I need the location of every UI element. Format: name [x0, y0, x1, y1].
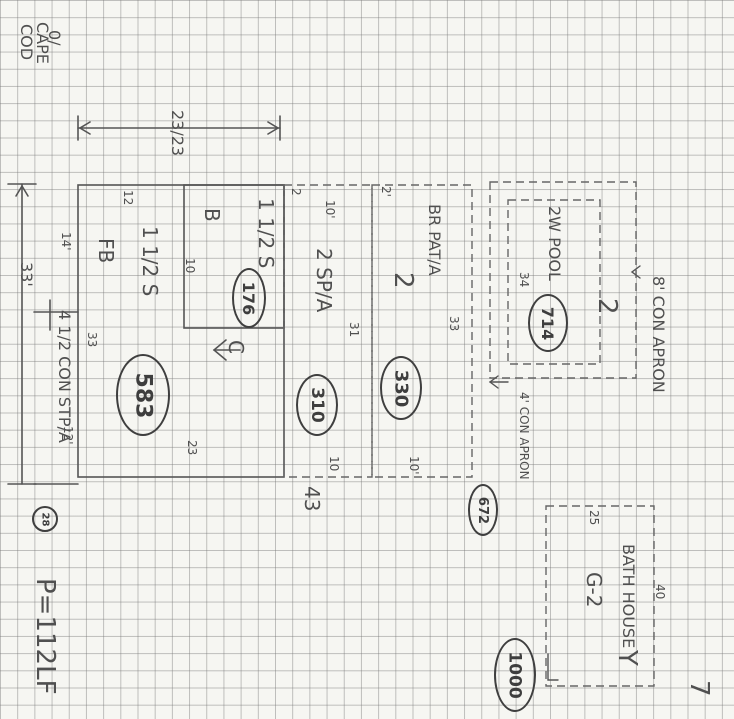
dim-depth-12: 12 [121, 190, 135, 206]
dim-b-2: 2 [289, 188, 303, 196]
area-patio-circle: 330 [380, 356, 422, 420]
dim-bottom-43: 43 [300, 486, 324, 512]
area-apron-circle: 672 [468, 484, 498, 536]
bath-mark: Y [612, 650, 642, 666]
spa-label: 2 SP/A [312, 248, 336, 313]
dim-top-span: 23/23 [168, 110, 187, 157]
area-spa-circle: 310 [296, 374, 338, 436]
top-dimension-arrow-left [78, 121, 91, 135]
area-b-circle: 176 [232, 268, 266, 328]
fb-story-label: 1 1/2 S [138, 226, 162, 297]
arrow-c-label: C [224, 340, 248, 354]
dim-patio-2: 2' [379, 186, 393, 197]
area-fb-circle: 583 [116, 354, 170, 436]
pool-apron-outline [489, 181, 637, 379]
title-line-2: COD [17, 24, 36, 61]
con-stpa-label: 4 1/2 CON STP/A [55, 310, 74, 443]
b-code-label: B [200, 208, 224, 222]
dim-bath-40: 40 [653, 584, 667, 600]
bath-house-outline [545, 505, 655, 687]
left-dimension-arrow-top [15, 184, 29, 197]
dim-patio-10: 10' [407, 456, 421, 475]
perimeter-note: P=112LF [30, 578, 60, 695]
con-apron-4-label: 4' CON APRON [517, 392, 531, 480]
apron-8-arrow [630, 265, 641, 279]
dim-spa-31: 31 [347, 322, 361, 338]
area-fb-value: 583 [130, 372, 156, 418]
patio-label: BR PAT/A [425, 204, 444, 276]
area-pool-circle: 714 [528, 294, 568, 352]
b-story-label: 1 1/2 S [254, 198, 278, 269]
bath-code-label: G-2 [582, 572, 606, 608]
pool-outline [507, 199, 601, 365]
area-spa-value: 310 [307, 387, 327, 423]
area-bath-value: 1000 [505, 651, 526, 699]
dim-patio-33: 33 [447, 316, 461, 332]
patio-outline [371, 184, 473, 478]
con-apron-8-label: 8' CON APRON [649, 276, 668, 393]
corner-mark: 7 [684, 680, 714, 697]
dim-bath-25: 25 [587, 510, 601, 526]
dim-spa-10-bottom: 10 [327, 456, 341, 472]
dim-pool-34: 34 [517, 272, 531, 288]
top-dimension-arrow-right [267, 121, 280, 135]
dim-b-10: 10 [183, 258, 197, 274]
fb-code-label: FB [94, 238, 118, 264]
patio-mark: 2 [388, 272, 418, 289]
area-pool-value: 714 [538, 306, 558, 340]
area-patio-value: 330 [390, 369, 412, 407]
pool-label: 2W POOL [545, 206, 564, 281]
area-b-value: 176 [239, 281, 259, 315]
area-stpa-value: 28 [39, 512, 51, 526]
dim-right-23: 23 [185, 440, 199, 456]
area-stpa-circle: 28 [32, 506, 58, 532]
dim-depth-14: 14' [59, 232, 73, 251]
area-bath-circle: 1000 [494, 638, 536, 712]
title-line-1: CAPE [33, 22, 52, 64]
dim-bottom-33: 33 [85, 332, 99, 348]
dim-spa-10-top: 10' [323, 200, 337, 219]
bath-label: BATH HOUSE [619, 544, 638, 649]
b-wing-outline [183, 184, 285, 329]
area-apron-value: 672 [475, 496, 491, 524]
dim-left-span: 33' [17, 262, 36, 287]
pool-mark: 2 [592, 298, 622, 315]
bath-bracket [547, 653, 559, 681]
